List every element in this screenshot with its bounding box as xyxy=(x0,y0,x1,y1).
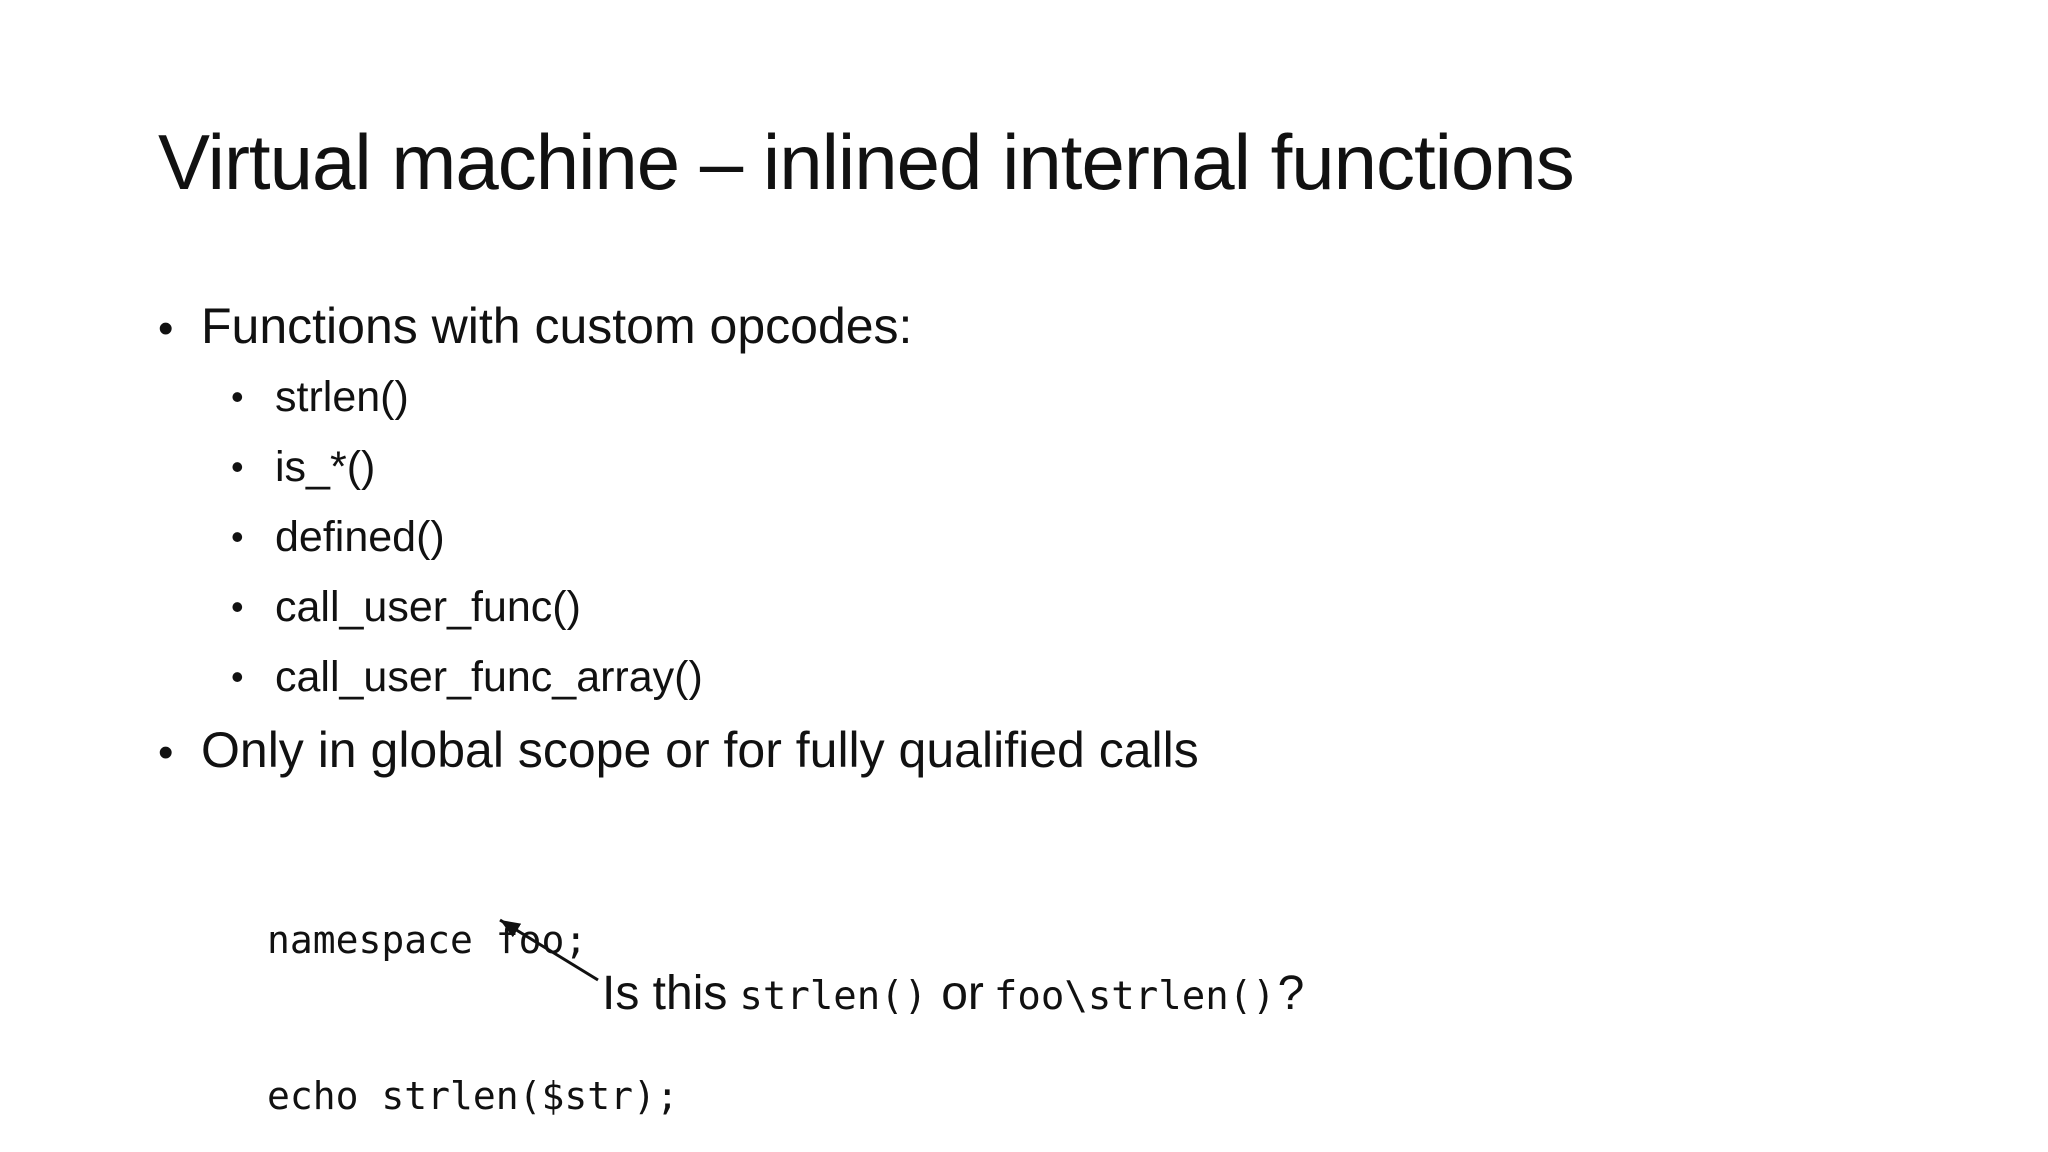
sub-bullet-label: defined() xyxy=(275,512,445,561)
bullet-icon: • xyxy=(231,376,244,417)
code-line-namespace: namespace foo; xyxy=(267,918,588,962)
list-item-strlen: • strlen() xyxy=(231,362,703,432)
annotation-code-strlen: strlen() xyxy=(739,974,928,1019)
bullet-icon: • xyxy=(231,656,244,697)
list-item-defined: • defined() xyxy=(231,502,703,572)
bullet-icon: • xyxy=(231,446,244,487)
annotation-code-foo-strlen: foo\strlen() xyxy=(993,974,1276,1019)
bullet-functions-with-custom-opcodes: • Functions with custom opcodes: xyxy=(158,298,912,356)
sub-bullet-label: call_user_func_array() xyxy=(275,652,703,701)
sub-bullet-label: is_*() xyxy=(275,442,376,491)
bullet-only-global-scope: • Only in global scope or for fully qual… xyxy=(158,722,1199,780)
sub-bullet-label: call_user_func() xyxy=(275,582,581,631)
bullet1-label: Functions with custom opcodes: xyxy=(201,298,913,354)
bullet2-label: Only in global scope or for fully qualif… xyxy=(201,722,1199,778)
list-item-call-user-func-array: • call_user_func_array() xyxy=(231,642,703,712)
annotation-question-mark: ? xyxy=(1277,967,1305,1020)
bullet-icon: • xyxy=(231,516,244,557)
annotation-prefix: Is this xyxy=(602,967,728,1020)
bullet-icon: • xyxy=(231,586,244,627)
slide-title: Virtual machine – inlined internal funct… xyxy=(158,118,1575,206)
code-snippet: namespace foo; echo strlen($str); xyxy=(267,810,679,1152)
annotation-middle: or xyxy=(941,967,984,1020)
list-item-call-user-func: • call_user_func() xyxy=(231,572,703,642)
annotation-arrow-icon xyxy=(499,918,599,982)
bullet-icon: • xyxy=(158,304,174,353)
bullet-icon: • xyxy=(158,728,174,777)
sub-bullet-label: strlen() xyxy=(275,372,409,421)
list-item-is-star: • is_*() xyxy=(231,432,703,502)
code-line-echo-strlen: echo strlen($str); xyxy=(267,1074,679,1118)
sub-bullet-list: • strlen() • is_*() • defined() • call_u… xyxy=(231,362,703,712)
